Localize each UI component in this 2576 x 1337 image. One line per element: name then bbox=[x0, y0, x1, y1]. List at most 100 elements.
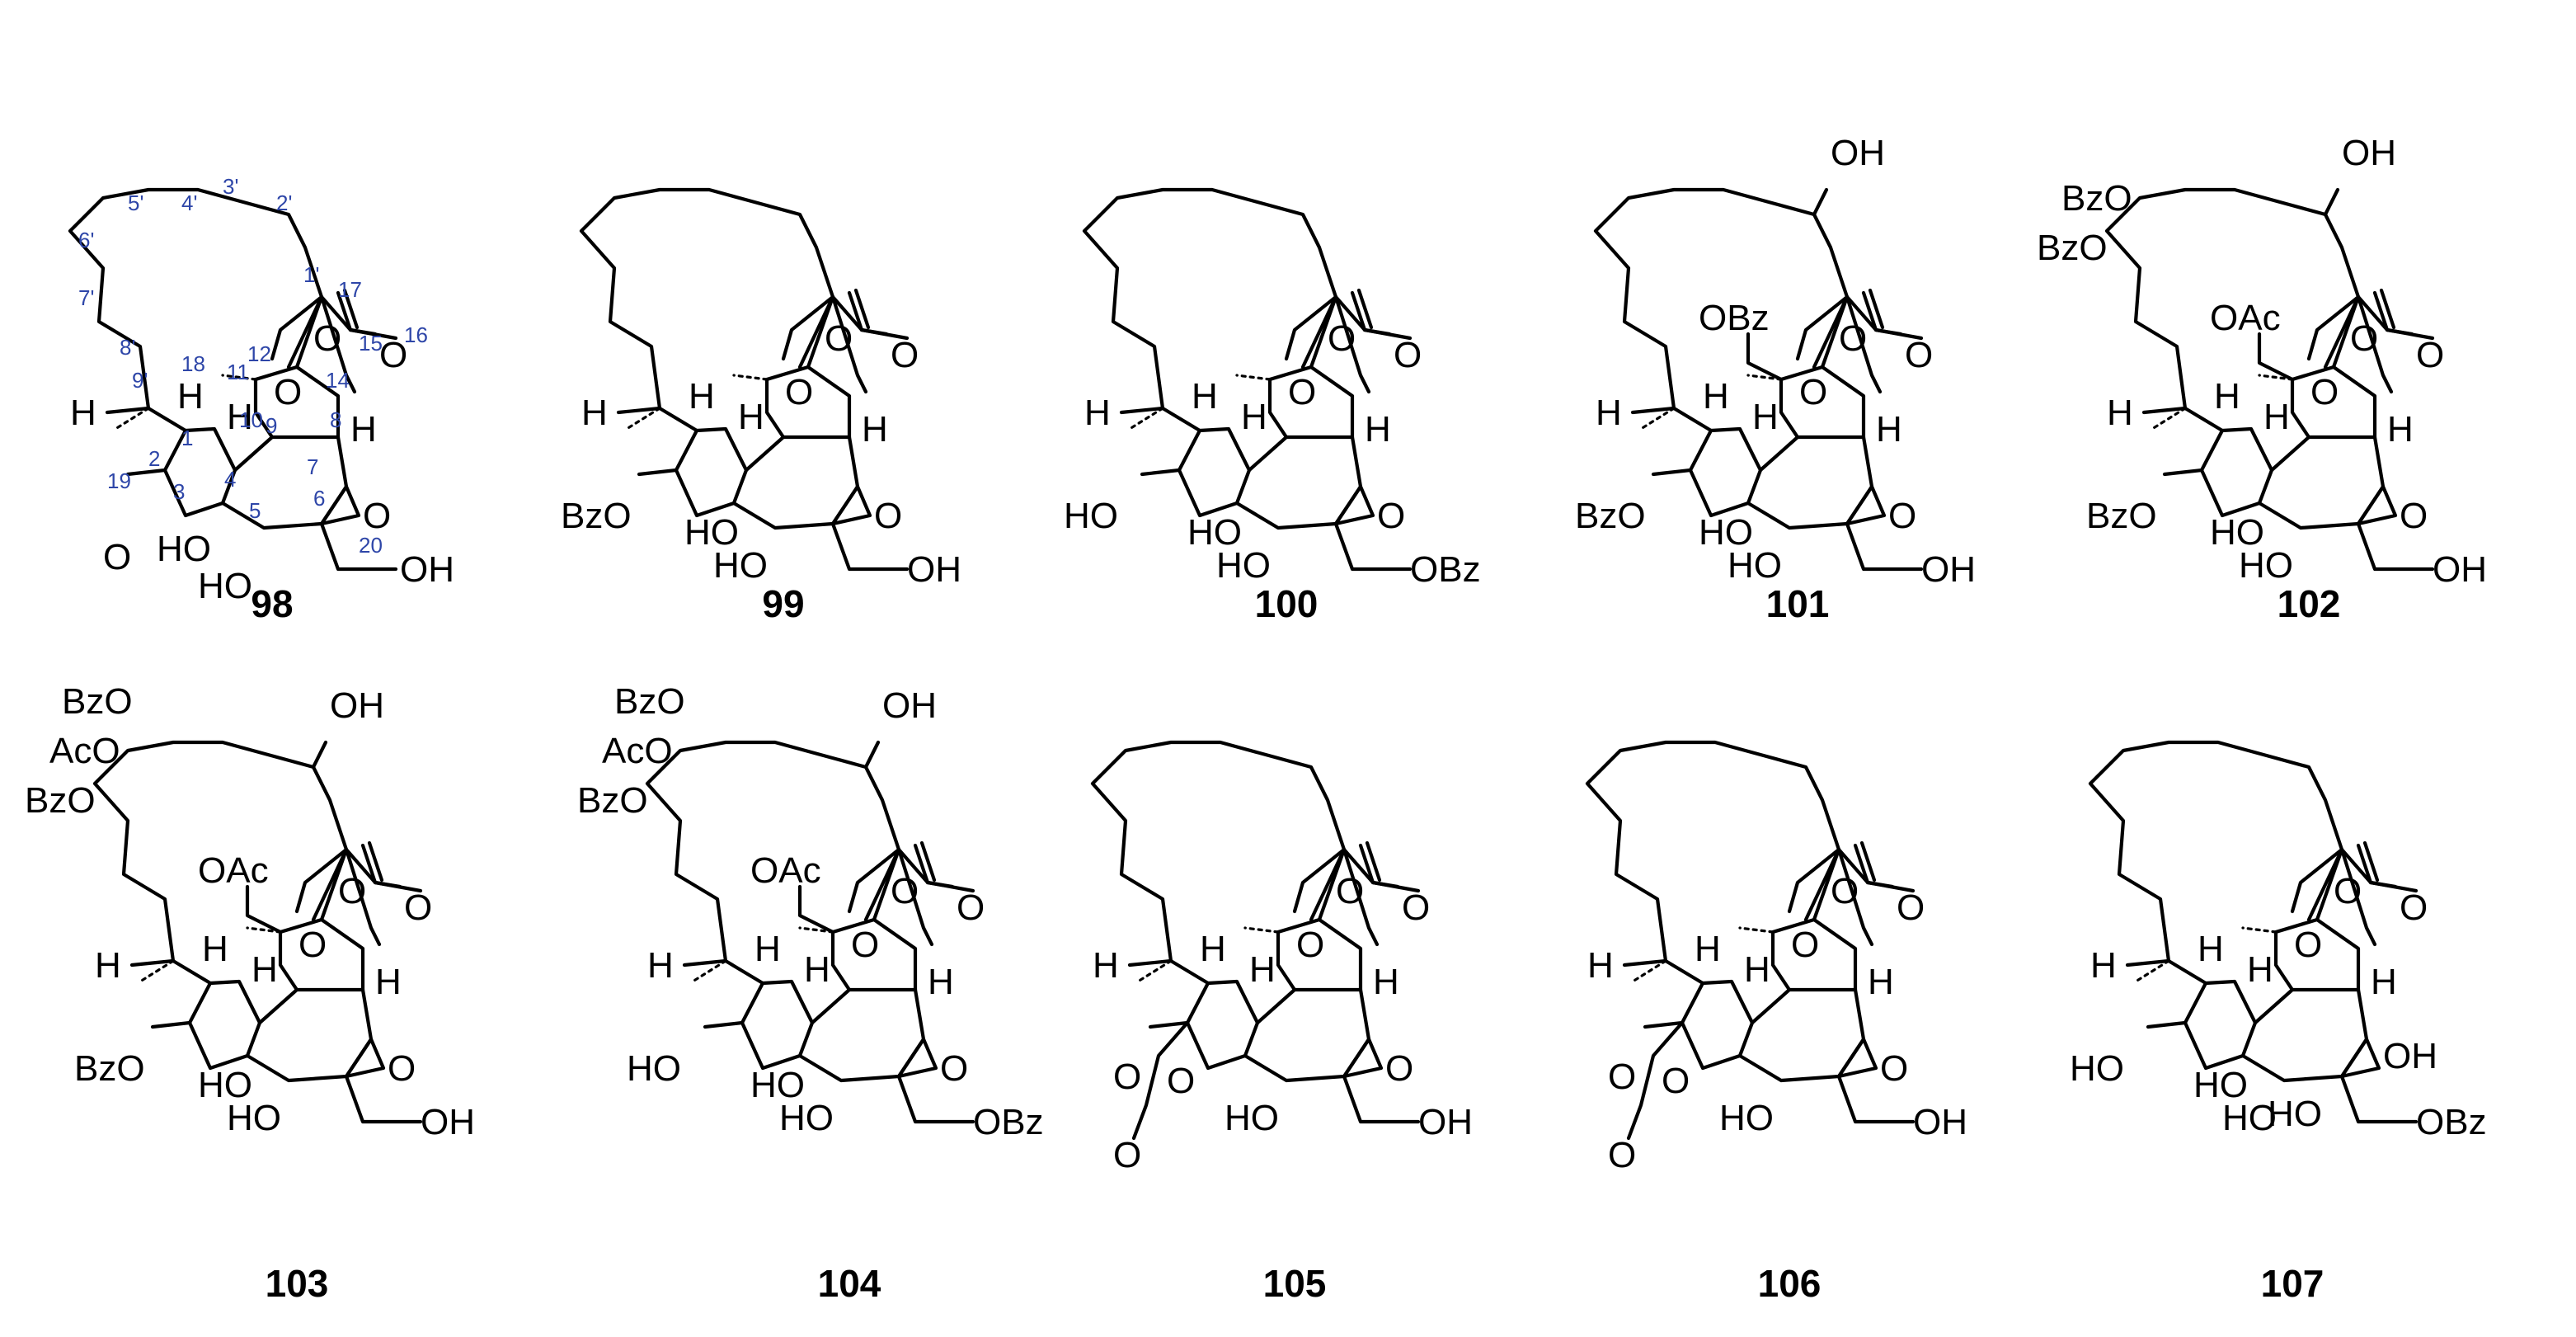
atom-label-o17: O bbox=[338, 871, 366, 911]
atom-label-h9p: H bbox=[1093, 945, 1119, 986]
atom-label-h1: H bbox=[202, 929, 228, 969]
atom-label-c4: HO bbox=[2210, 512, 2264, 553]
atom-label-h8: H bbox=[2387, 409, 2414, 450]
compound-id: 106 bbox=[1758, 1262, 1822, 1305]
atom-label-c3: BzO bbox=[2086, 496, 2157, 536]
atom-label-o9: O bbox=[1791, 925, 1819, 965]
atom-label-h1: H bbox=[1695, 929, 1721, 969]
atom-number-n15: 15 bbox=[359, 331, 383, 355]
atom-number-n8p: 8' bbox=[120, 335, 135, 360]
atom-label-h_c10: H bbox=[227, 397, 253, 437]
compound-id: 103 bbox=[266, 1262, 329, 1305]
atom-label-c20: OH bbox=[1418, 1102, 1473, 1142]
atom-label-c4: HO bbox=[750, 1065, 805, 1105]
atom-label-c7p: BzO bbox=[25, 780, 96, 821]
atom-label-h1: H bbox=[1703, 376, 1729, 417]
atom-label-h10: H bbox=[804, 949, 830, 990]
atom-label-c5: HO bbox=[227, 1098, 281, 1138]
atom-label-c18: OAc bbox=[198, 850, 269, 891]
atom-number-n6p: 6' bbox=[78, 228, 94, 252]
atom-label-c4: HO bbox=[198, 1065, 252, 1105]
atom-label-h8: H bbox=[862, 409, 888, 450]
atom-label-c5: HO bbox=[1719, 1098, 1774, 1138]
atom-label-h10: H bbox=[1249, 949, 1276, 990]
atom-label-h1: H bbox=[2214, 376, 2240, 417]
atom-label-o7: O bbox=[940, 1048, 968, 1089]
atom-label-c6p: BzO bbox=[2061, 178, 2132, 219]
atom-number-n1: 1 bbox=[181, 426, 193, 450]
atom-label-c5p: BzO bbox=[614, 681, 685, 722]
atom-label-c6: HO bbox=[2268, 1094, 2322, 1134]
atom-label-h_c8: H bbox=[350, 409, 377, 450]
atom-label-o9: O bbox=[1296, 925, 1324, 965]
atom-label-c4: HO bbox=[2193, 1065, 2248, 1105]
atom-number-n2p: 2' bbox=[276, 191, 292, 215]
atom-label-h8: H bbox=[1868, 962, 1894, 1002]
atom-number-n4p: 4' bbox=[181, 191, 197, 215]
atom-label-o9: O bbox=[1799, 372, 1827, 412]
c18-linker bbox=[797, 884, 835, 934]
atom-label-c18: OBz bbox=[1699, 298, 1770, 338]
compound-id: 100 bbox=[1255, 582, 1319, 625]
atom-number-n8: 8 bbox=[330, 407, 341, 432]
atom-number-n17: 17 bbox=[338, 277, 362, 302]
atom-label-h10: H bbox=[1241, 397, 1267, 437]
atom-label-o9: O bbox=[785, 372, 813, 412]
atom-label-c18: OAc bbox=[750, 850, 821, 891]
atom-label-h9p: H bbox=[2090, 945, 2117, 986]
atom-label-c7: OH bbox=[2383, 1036, 2437, 1076]
atom-label-lac_co: O bbox=[1608, 1135, 1636, 1175]
atom-label-c20: OH bbox=[2433, 549, 2487, 590]
compound-id: 102 bbox=[2278, 582, 2341, 625]
atom-label-o15: O bbox=[1402, 887, 1430, 928]
atom-label-c18: OAc bbox=[2210, 298, 2281, 338]
atom-label-o15: O bbox=[2400, 887, 2428, 928]
atom-label-o15: O bbox=[1905, 335, 1933, 375]
atom-label-c20: OBz bbox=[973, 1102, 1044, 1142]
c18-linker bbox=[2257, 332, 2295, 382]
atom-label-h_c9p: H bbox=[70, 393, 96, 433]
atom-label-lac_o2: O bbox=[1662, 1061, 1690, 1101]
atom-number-n19: 19 bbox=[107, 468, 131, 493]
atom-label-c3: BzO bbox=[1575, 496, 1646, 536]
atom-label-o17: O bbox=[1336, 871, 1364, 911]
atom-label-h10: H bbox=[1752, 397, 1779, 437]
atom-label-o_c15: O bbox=[379, 335, 407, 375]
atom-label-lac_o2: O bbox=[1167, 1061, 1195, 1101]
atom-label-o7: O bbox=[1377, 496, 1405, 536]
atom-label-o15: O bbox=[2416, 335, 2444, 375]
atom-label-o_c7: O bbox=[363, 496, 391, 536]
atom-label-c7p: BzO bbox=[577, 780, 648, 821]
atom-number-n20: 20 bbox=[359, 533, 383, 558]
atom-number-n4: 4 bbox=[224, 467, 236, 492]
atom-label-h8: H bbox=[928, 962, 954, 1002]
atom-label-h8: H bbox=[375, 962, 402, 1002]
atom-label-c5: HO bbox=[713, 545, 768, 586]
atom-label-h_c1: H bbox=[177, 376, 204, 417]
atom-label-c20: OH bbox=[1921, 549, 1976, 590]
atom-label-c5: HO bbox=[1728, 545, 1782, 586]
lactone-ring bbox=[1626, 1020, 1685, 1141]
atom-label-h1: H bbox=[1192, 376, 1218, 417]
atom-label-h9p: H bbox=[95, 945, 121, 986]
atom-label-c6p: AcO bbox=[602, 731, 673, 771]
lactone-ring bbox=[1131, 1020, 1190, 1141]
atom-label-o_c17: O bbox=[313, 318, 341, 359]
atom-label-c5: HO bbox=[2222, 1098, 2277, 1138]
atom-label-c3: BzO bbox=[74, 1048, 145, 1089]
atom-label-c5: HO bbox=[779, 1098, 834, 1138]
atom-label-c5: HO bbox=[2239, 545, 2293, 586]
atom-label-h1: H bbox=[2198, 929, 2224, 969]
atom-number-n14: 14 bbox=[326, 368, 350, 393]
atom-label-lac_co: O bbox=[1113, 1135, 1141, 1175]
atom-number-n12: 12 bbox=[247, 341, 271, 366]
atom-number-n2: 2 bbox=[148, 446, 160, 471]
atom-number-n5p: 5' bbox=[128, 191, 143, 215]
atom-label-o_c9: O bbox=[274, 372, 302, 412]
